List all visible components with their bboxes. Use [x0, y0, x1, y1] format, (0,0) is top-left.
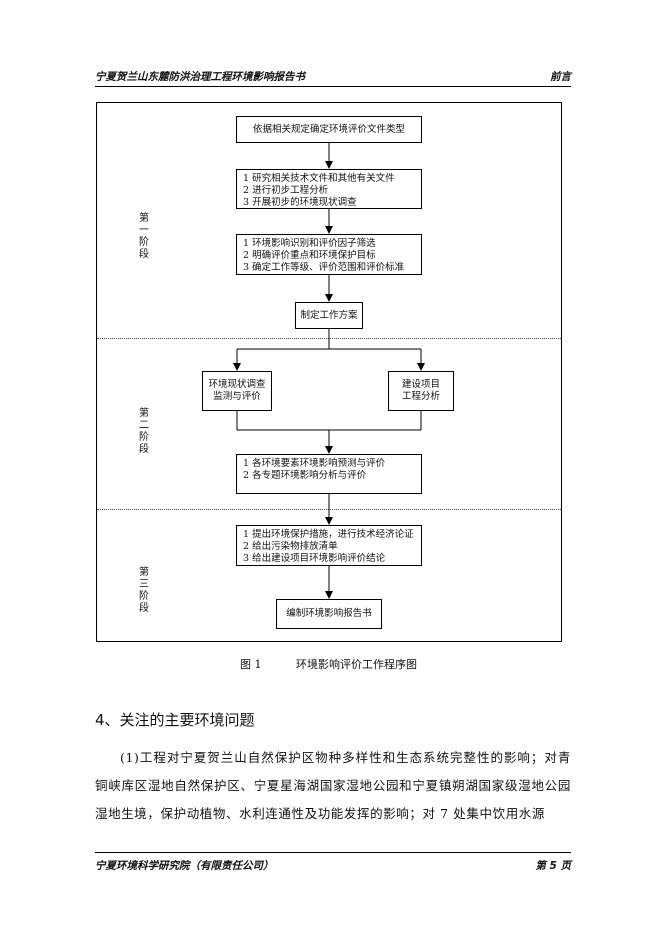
flowchart-frame	[96, 102, 562, 642]
body-paragraph: (1)工程对宁夏贺兰山自然保护区物种多样性和生态系统完整性的影响；对青铜峡库区湿…	[95, 750, 571, 821]
header-title: 宁夏贺兰山东麓防洪治理工程环境影响报告书	[95, 71, 305, 83]
box-preliminary: 1 研究相关技术文件和其他有关文件 2 进行初步工程分析 3 开展初步的环境现状…	[236, 169, 422, 209]
box-work-plan: 制定工作方案	[295, 302, 363, 329]
footer-rule	[95, 852, 571, 853]
footer-page: 第 5 页	[535, 860, 571, 872]
box-identification: 1 环境影响识别和评价因子筛选 2 明确评价重点和环境保护目标 3 确定工作等级…	[236, 234, 422, 275]
box-status-survey: 环境现状调查 监测与评价	[202, 371, 272, 411]
header-rule	[95, 86, 571, 87]
box-project-analysis: 建设项目 工程分析	[388, 371, 454, 411]
figure-caption: 环境影响评价工作程序图	[296, 658, 417, 671]
stage-3-label: 第 三 阶 段	[139, 567, 149, 614]
footer-org: 宁夏环境科学研究院（有限责任公司）	[95, 860, 274, 872]
figure-label: 图 1	[240, 658, 262, 671]
box-determine-type: 依据相关规定确定环境评价文件类型	[236, 116, 422, 143]
box-compile-report: 编制环境影响报告书	[276, 599, 382, 629]
header-section: 前言	[550, 71, 571, 83]
box-measures: 1 提出环境保护措施，进行技术经济论证 2 给出污染物排放清单 3 给出建设项目…	[236, 525, 422, 566]
stage-1-label: 第 一 阶 段	[139, 213, 149, 260]
section-title: 4、关注的主要环境问题	[95, 711, 255, 729]
stage-2-label: 第 二 阶 段	[139, 408, 149, 455]
box-prediction: 1 各环境要素环境影响预测与评价 2 各专题环境影响分析与评价	[236, 454, 422, 494]
